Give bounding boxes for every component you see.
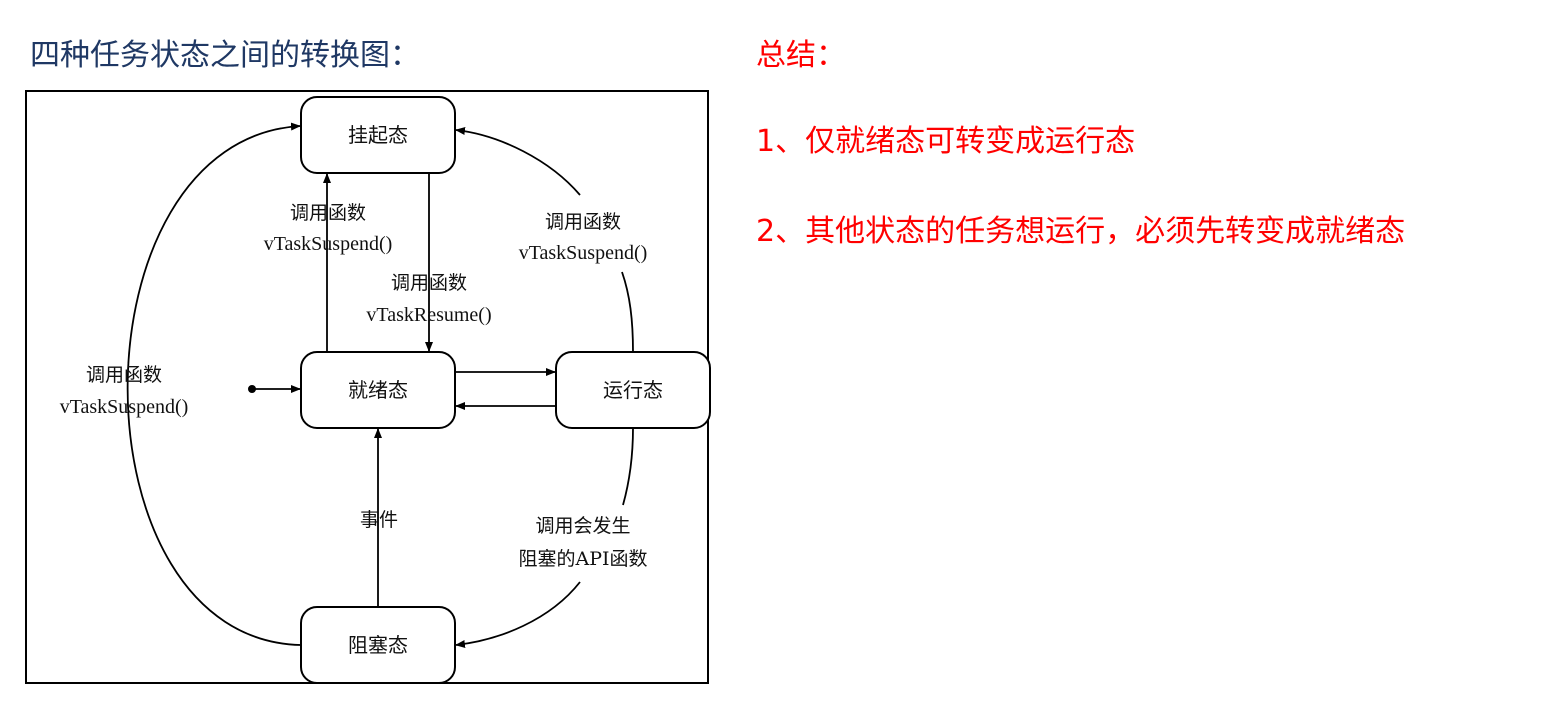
state-running-label: 运行态 <box>603 378 663 402</box>
arrow-running-to-suspended-lower <box>621 271 634 353</box>
label-ready-to-suspended-line2: vTaskSuspend() <box>264 233 393 255</box>
label-running-to-blocked-line1: 调用会发生 <box>535 515 630 537</box>
arrow-running-to-blocked-lower <box>455 581 581 648</box>
label-running-to-suspended-line1: 调用函数 <box>545 211 621 233</box>
label-suspended-to-ready-line1: 调用函数 <box>391 272 467 294</box>
label-blocked-to-suspended-line2: vTaskSuspend() <box>60 396 189 418</box>
state-suspended-box <box>300 96 456 174</box>
arrow-running-to-blocked-upper <box>622 427 634 506</box>
summary-title: 总结： <box>756 38 846 73</box>
summary-item-2: 2、其他状态的任务想运行，必须先转变成就绪态 <box>756 214 1406 249</box>
label-running-to-blocked-line2: 阻塞的API函数 <box>518 548 647 570</box>
state-suspended-label: 挂起态 <box>348 123 408 147</box>
label-blocked-to-suspended-line1: 调用函数 <box>86 364 162 386</box>
arrow-blocked-to-suspended <box>126 122 302 646</box>
label-ready-to-suspended-line1: 调用函数 <box>290 202 366 224</box>
label-blocked-to-ready: 事件 <box>360 509 398 531</box>
state-ready-label: 就绪态 <box>348 378 408 402</box>
summary-item-1: 1、仅就绪态可转变成运行态 <box>756 124 1136 159</box>
state-blocked-label: 阻塞态 <box>348 633 408 657</box>
page-title: 四种任务状态之间的转换图： <box>30 38 420 73</box>
arrow-running-to-suspended-upper <box>455 127 581 196</box>
label-suspended-to-ready-line2: vTaskResume() <box>366 304 491 326</box>
label-running-to-suspended-line2: vTaskSuspend() <box>519 242 648 264</box>
